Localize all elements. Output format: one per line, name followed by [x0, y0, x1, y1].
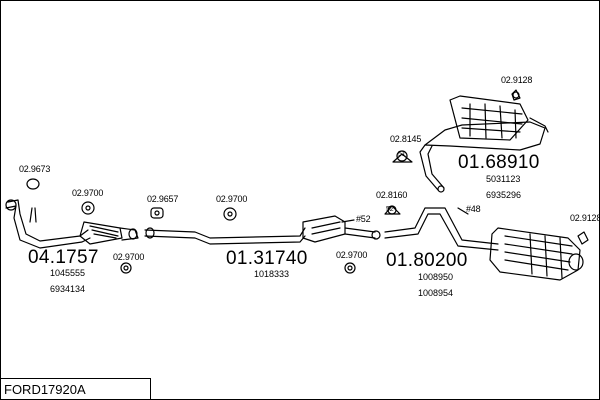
part-ref-p1-2: 6934134 [50, 284, 86, 294]
ring-a10 [577, 231, 589, 245]
clamp-a5 [223, 207, 237, 221]
callout-c2: 51 [398, 151, 406, 158]
part-ref-p3-2: 1008954 [418, 288, 454, 298]
part-ref-p1-1: 1045555 [50, 268, 86, 278]
centre-pipe [144, 215, 381, 245]
ring-a9 [511, 89, 521, 101]
accessory-label-a10[interactable]: 02.9128 [570, 213, 600, 223]
part-number-p3[interactable]: 01.80200 [386, 250, 468, 271]
callout-c4: #48 [466, 204, 481, 214]
accessory-label-a2[interactable]: 02.9700 [72, 188, 104, 198]
upper-rear-silencer [419, 95, 549, 193]
accessory-label-a8[interactable]: 02.8145 [390, 134, 422, 144]
part-ref-p2-1: 1018333 [254, 269, 290, 279]
bracket-a7 [384, 205, 401, 215]
accessory-label-a5[interactable]: 02.9700 [216, 194, 248, 204]
clamp-a1 [26, 178, 40, 190]
accessory-label-a3[interactable]: 02.9700 [113, 252, 145, 262]
part-number-p1[interactable]: 04.1757 [28, 247, 99, 268]
clamp-a4 [150, 207, 164, 219]
front-pipe-catalyst [5, 199, 139, 249]
part-ref-p4-1: 5031123 [486, 174, 521, 184]
accessory-label-a4[interactable]: 02.9657 [147, 194, 179, 204]
part-ref-p4-2: 6935296 [486, 190, 522, 200]
bracket-a8 [392, 150, 413, 163]
callout-c1: 52 [386, 206, 394, 213]
accessory-label-a1[interactable]: 02.9673 [19, 164, 51, 174]
clamp-a3 [120, 262, 132, 274]
accessory-label-a6[interactable]: 02.9700 [336, 250, 368, 260]
model-code: FORD17920A [4, 382, 86, 397]
part-ref-p3-1: 1008950 [418, 272, 454, 282]
footer-box: FORD17920A [0, 378, 151, 400]
accessory-label-a7[interactable]: 02.8160 [376, 190, 408, 200]
rear-pipe-silencer [384, 207, 584, 281]
part-number-p2[interactable]: 01.31740 [226, 248, 308, 269]
part-number-p4[interactable]: 01.68910 [458, 152, 540, 173]
clamp-a2 [81, 201, 95, 215]
callout-c3: #52 [356, 214, 371, 224]
clamp-a6 [344, 262, 356, 274]
accessory-label-a9[interactable]: 02.9128 [501, 75, 533, 85]
